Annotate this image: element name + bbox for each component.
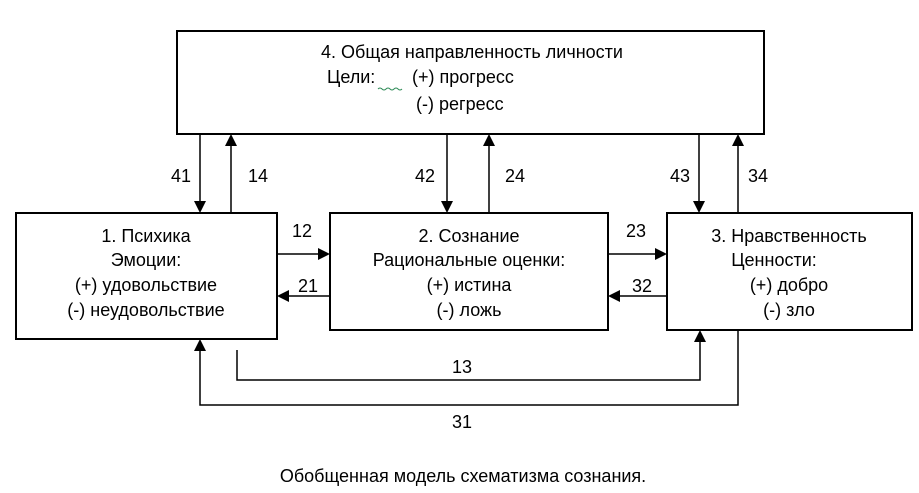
box-2-subtitle: Рациональные оценки: (373, 250, 566, 270)
label-41: 41 (171, 166, 191, 186)
label-43: 43 (670, 166, 690, 186)
box-2 (329, 212, 609, 331)
arrow-14 (225, 134, 237, 213)
box-2-title: 2. Сознание (418, 226, 519, 246)
label-34: 34 (748, 166, 768, 186)
box-1 (15, 212, 278, 340)
arrow-32 (608, 290, 667, 302)
arrow-21 (277, 290, 330, 302)
top-box-minus: (-) регресс (416, 94, 504, 114)
box-1-subtitle: Эмоции: (111, 250, 182, 270)
top-box-goals-label: Цели: (327, 67, 375, 87)
arrow-43 (693, 134, 705, 213)
box-3-subtitle: Ценности: (731, 250, 817, 270)
box-3-plus: (+) добро (750, 275, 828, 295)
label-12: 12 (292, 221, 312, 241)
arrow-31 (194, 330, 739, 406)
top-box-title: 4. Общая направленность личности (321, 42, 623, 62)
arrow-12 (277, 248, 330, 260)
top-box (176, 30, 765, 135)
spellcheck-squiggle (377, 87, 403, 91)
arrow-24 (483, 134, 495, 213)
box-3-minus: (-) зло (763, 300, 815, 320)
box-1-minus: (-) неудовольствие (67, 300, 224, 320)
arrow-23 (608, 248, 667, 260)
box-2-plus: (+) истина (427, 275, 513, 295)
arrow-42 (441, 134, 453, 213)
label-42: 42 (415, 166, 435, 186)
box-3-title: 3. Нравственность (711, 226, 867, 246)
arrow-13 (236, 330, 706, 381)
box-2-minus: (-) ложь (437, 300, 502, 320)
label-14: 14 (248, 166, 268, 186)
box-1-plus: (+) удовольствие (75, 275, 217, 295)
label-13: 13 (452, 357, 472, 377)
arrow-34 (732, 134, 744, 213)
box-3 (666, 212, 913, 331)
diagram-caption: Обобщенная модель схематизма сознания. (280, 466, 646, 486)
label-31: 31 (452, 412, 472, 432)
label-32: 32 (632, 276, 652, 296)
top-box-plus: (+) прогресс (412, 67, 514, 87)
label-21: 21 (298, 276, 318, 296)
label-23: 23 (626, 221, 646, 241)
label-24: 24 (505, 166, 525, 186)
arrow-41 (194, 134, 206, 213)
box-1-title: 1. Психика (101, 226, 191, 246)
